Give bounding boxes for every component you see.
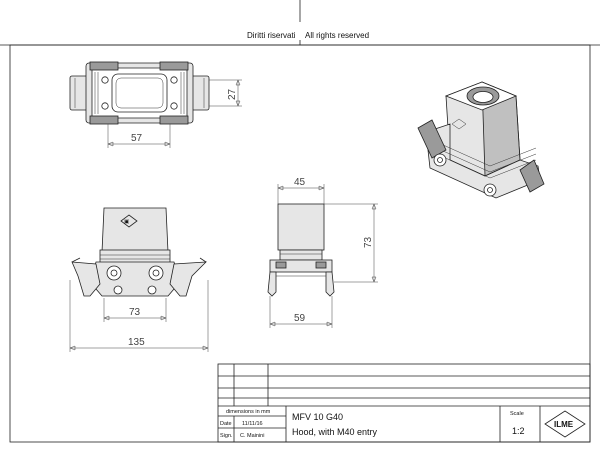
ilme-logo-icon: ILME xyxy=(544,410,586,438)
scale-label: Scale xyxy=(510,411,524,417)
date-label: Date xyxy=(220,421,232,427)
logo-text: ILME xyxy=(554,420,574,429)
sign-value: C. Mainini xyxy=(240,433,264,439)
scale-value: 1:2 xyxy=(512,426,525,436)
front-logo-mark-icon: ▣ xyxy=(124,219,130,225)
rights-reserved-en: All rights reserved xyxy=(305,31,369,40)
units-label: dimensions in mm xyxy=(226,409,271,415)
front-view: ▣ 73 135 xyxy=(69,207,209,352)
dim-side-base: 59 xyxy=(294,313,306,324)
date-value: 11/11/16 xyxy=(242,421,263,427)
top-view: 57 27 xyxy=(69,61,242,148)
side-view: 45 73 59 xyxy=(267,177,378,328)
isometric-view xyxy=(417,81,545,199)
sheet-header: Diritti riservati All rights reserved xyxy=(0,0,600,46)
dim-side-top: 45 xyxy=(294,177,306,188)
product-code: MFV 10 G40 xyxy=(292,412,343,422)
dim-side-height: 73 xyxy=(363,236,374,248)
dim-top-height: 27 xyxy=(227,88,238,100)
title-block: dimensions in mm Date 11/11/16 Sign. C. … xyxy=(217,363,591,443)
dim-top-width: 57 xyxy=(131,133,143,144)
product-description: Hood, with M40 entry xyxy=(292,427,378,437)
dim-front-overall: 135 xyxy=(128,337,145,348)
dim-front-inner: 73 xyxy=(129,307,141,318)
sign-label: Sign. xyxy=(220,433,233,439)
rights-reserved-it: Diritti riservati xyxy=(247,31,296,40)
